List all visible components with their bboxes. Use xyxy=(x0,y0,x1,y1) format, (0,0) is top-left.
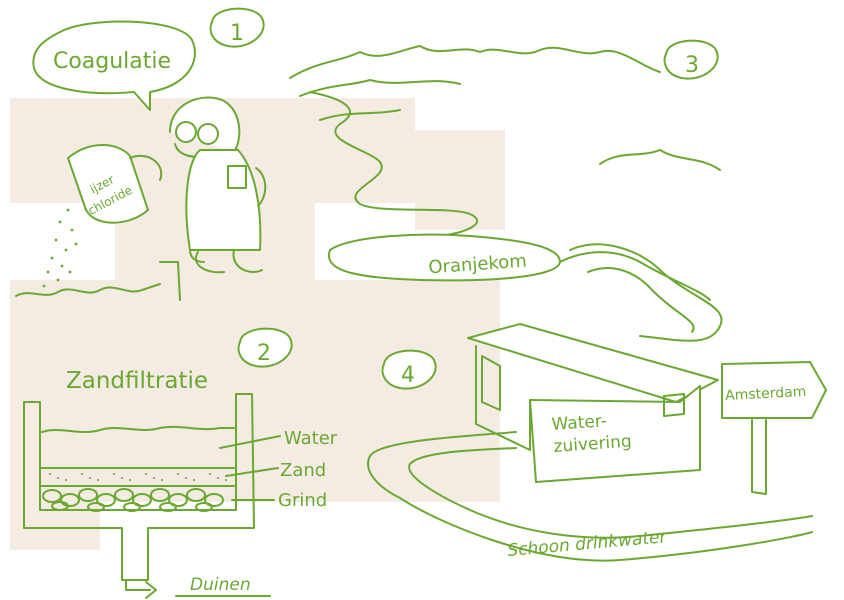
step-number-3-circle xyxy=(663,39,719,80)
outlet-label-duinen: Duinen xyxy=(190,575,251,595)
step-2-number: 2 xyxy=(257,341,271,366)
step-2-sand-filter xyxy=(23,327,293,599)
gravel-layer xyxy=(42,488,224,512)
bg-block-lower xyxy=(10,280,500,502)
step-number-4-circle xyxy=(381,349,437,390)
water-surface-1 xyxy=(15,261,181,301)
step-4-number: 4 xyxy=(401,363,415,388)
layer-label-gravel: Grind xyxy=(278,490,327,511)
clean-drinking-water-label: Schoon drinkwater xyxy=(507,527,669,561)
coagulation-label: Coagulatie xyxy=(53,49,171,74)
speech-bubble xyxy=(32,20,196,111)
building-label-line1: Water- xyxy=(551,411,608,435)
layer-label-sand: Zand xyxy=(280,460,326,481)
step-1-number: 1 xyxy=(230,21,244,46)
drinking-water-pipe xyxy=(367,431,813,562)
sign-label-amsterdam: Amsterdam xyxy=(725,384,807,404)
step-4-treatment xyxy=(367,323,827,562)
layer-leader-lines xyxy=(219,435,281,501)
dunes xyxy=(289,45,721,171)
scientist-figure xyxy=(169,96,267,274)
falling-powder xyxy=(42,208,78,288)
step-3-number: 3 xyxy=(685,53,699,78)
step-number-2-circle xyxy=(237,327,293,368)
signpost xyxy=(721,361,827,495)
step-number-1-circle xyxy=(209,7,265,48)
sand-layer xyxy=(49,473,227,481)
layer-label-water: Water xyxy=(284,428,338,449)
step-1-coagulation xyxy=(15,7,267,301)
pipe-to-building xyxy=(569,243,723,342)
step-3-reservoir xyxy=(289,39,723,342)
building xyxy=(467,323,719,483)
sand-filtration-title: Zandfiltratie xyxy=(66,368,208,394)
mug xyxy=(67,144,163,224)
bg-block-right xyxy=(415,130,505,230)
filter-tank xyxy=(23,393,255,581)
outlet-arrow xyxy=(125,579,271,599)
river-and-basin xyxy=(309,91,711,301)
